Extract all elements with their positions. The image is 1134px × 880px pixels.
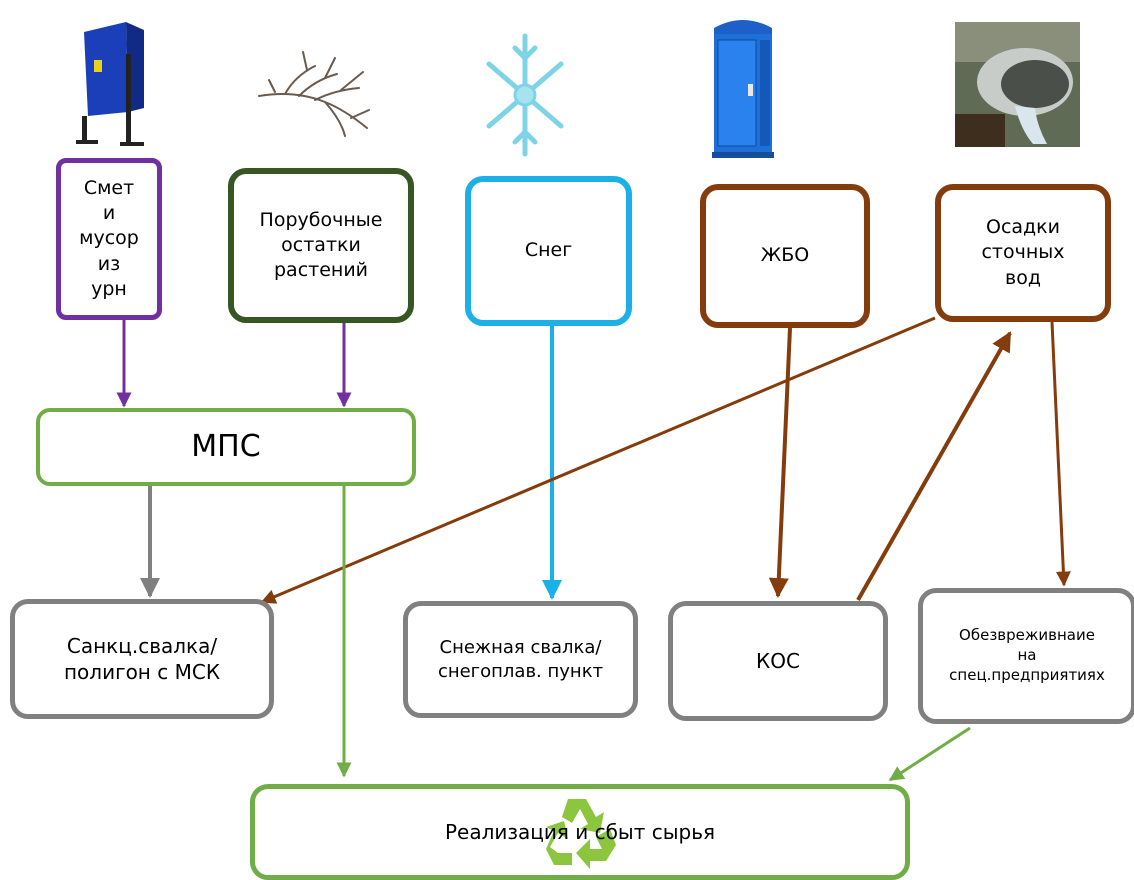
box-obezvr: Обезвреживнаие на спец.предприятиях <box>918 588 1134 724</box>
box-snezh: Снежная свалка/ снегоплав. пункт <box>403 601 638 718</box>
box-smet: Смет и мусор из урн <box>56 158 162 320</box>
box-smet-label: Смет и мусор из урн <box>79 177 139 300</box>
box-mps-label: МПС <box>191 429 261 465</box>
box-sneg: Снег <box>465 176 632 326</box>
box-realiz: Реализация и сбыт сырья <box>250 784 910 880</box>
arrow-obezvr-to-realiz <box>888 726 971 782</box>
tree-branch-icon <box>258 51 370 137</box>
box-porub: Порубочные остатки растений <box>228 168 414 323</box>
trash-bin-icon <box>76 22 144 146</box>
box-sneg-label: Снег <box>524 239 573 262</box>
arrow-osadki-to-svalka <box>260 316 936 604</box>
portable-toilet-icon <box>712 20 774 158</box>
box-kos-label: КОС <box>756 648 800 673</box>
box-zhbo: ЖБО <box>700 184 870 328</box>
box-svalka-label: Санкц.свалка/ полигон с МСК <box>63 633 221 684</box>
box-kos: КОС <box>668 601 888 721</box>
box-realiz-label: Реализация и сбыт сырья <box>444 819 716 844</box>
sewage-pipe-icon <box>955 22 1080 147</box>
box-svalka: Санкц.свалка/ полигон с МСК <box>10 599 274 719</box>
box-snezh-label: Снежная свалка/ снегоплав. пункт <box>437 636 604 682</box>
box-porub-label: Порубочные остатки растений <box>259 208 383 282</box>
box-osadki: Осадки сточных вод <box>935 184 1111 322</box>
box-mps: МПС <box>36 408 416 486</box>
box-zhbo-label: ЖБО <box>760 244 810 267</box>
recycle-icon <box>546 799 616 869</box>
arrow-osadki-to-obezvr <box>1050 321 1071 587</box>
box-obezvr-label: Обезвреживнаие на спец.предприятиях <box>949 626 1105 684</box>
box-osadki-label: Осадки сточных вод <box>981 216 1065 289</box>
snowflake-icon <box>486 33 564 157</box>
arrow-zhbo-to-kos <box>768 327 792 598</box>
arrow-kos-to-osadki <box>856 331 1012 601</box>
